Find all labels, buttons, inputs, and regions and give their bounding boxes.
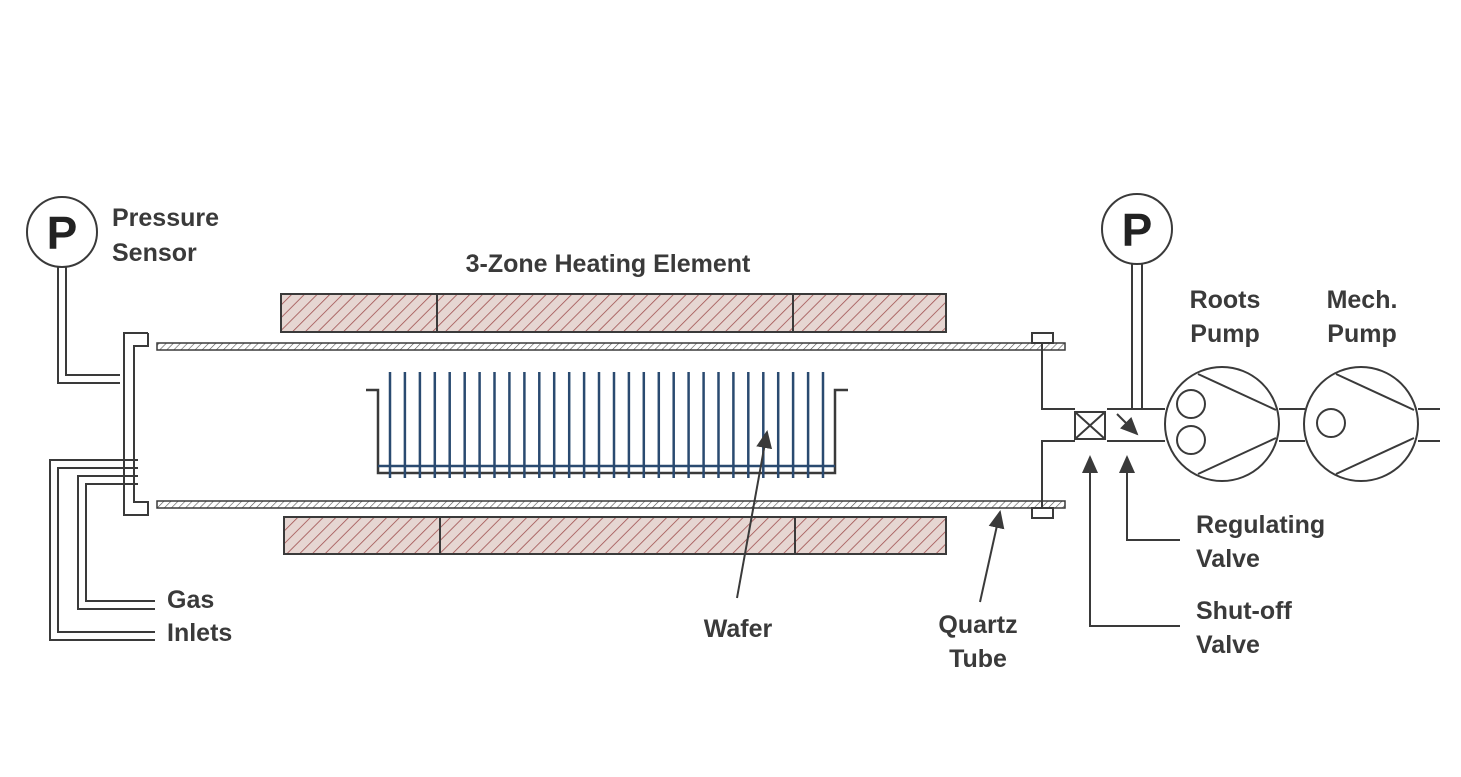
mech-pump-label: Pump (1327, 320, 1396, 348)
pressure-gauge-icon (26, 196, 98, 268)
regulating-valve-leader (1119, 455, 1180, 541)
left-flange (123, 332, 149, 516)
sensor-line (57, 267, 120, 384)
roots-pump-label: Pump (1190, 320, 1259, 348)
mech-pump (1303, 366, 1419, 482)
wafer-pointer-arrow (736, 430, 773, 599)
mech-pump-label: Mech. (1327, 286, 1398, 314)
pressure-gauge-icon (1101, 193, 1173, 265)
roots-pump (1164, 366, 1280, 482)
wafer-boat (366, 388, 848, 475)
shutoff-valve-label: Valve (1196, 631, 1260, 659)
roots-pump-label: Roots (1190, 286, 1261, 314)
quartz-tube-label: Quartz (938, 611, 1017, 639)
quartz-tube-pointer-arrow (979, 510, 1005, 603)
shutoff-valve-label: Shut-off (1196, 597, 1292, 625)
regulating-valve-label: Valve (1196, 545, 1260, 573)
pressure-sensor-label: Sensor (112, 239, 197, 267)
wafer-stack (388, 372, 825, 478)
rotary-pump-icon (1303, 366, 1419, 482)
quartz-tube-label: Tube (949, 645, 1007, 673)
pressure-gauge-symbol: P (1122, 204, 1153, 256)
heating-element-bottom (283, 516, 947, 555)
wafer-label: Wafer (704, 615, 773, 643)
gas-inlet-lines (49, 459, 155, 641)
shutoff-valve (1074, 411, 1106, 440)
left-pressure-sensor: P (26, 196, 120, 384)
regulating-valve-label: Regulating (1196, 511, 1325, 539)
quartz-tube-bottom-wall (156, 500, 1066, 509)
gas-inlets-label: Inlets (167, 619, 232, 647)
sensor-line-inner (65, 267, 120, 376)
pressure-sensor-label: Pressure (112, 204, 219, 232)
pressure-gauge-symbol: P (47, 207, 78, 259)
heating-element-top (280, 293, 947, 333)
exhaust-line (1107, 408, 1440, 442)
gas-inlets-label: Gas (167, 586, 214, 614)
right-pressure-sensor: P (1101, 193, 1173, 409)
heating-element-label: 3-Zone Heating Element (466, 250, 751, 278)
regulating-valve-icon (1116, 413, 1139, 436)
right-flange (1031, 332, 1075, 519)
shutoff-valve-leader (1082, 455, 1180, 627)
quartz-tube-top-wall (156, 342, 1066, 351)
